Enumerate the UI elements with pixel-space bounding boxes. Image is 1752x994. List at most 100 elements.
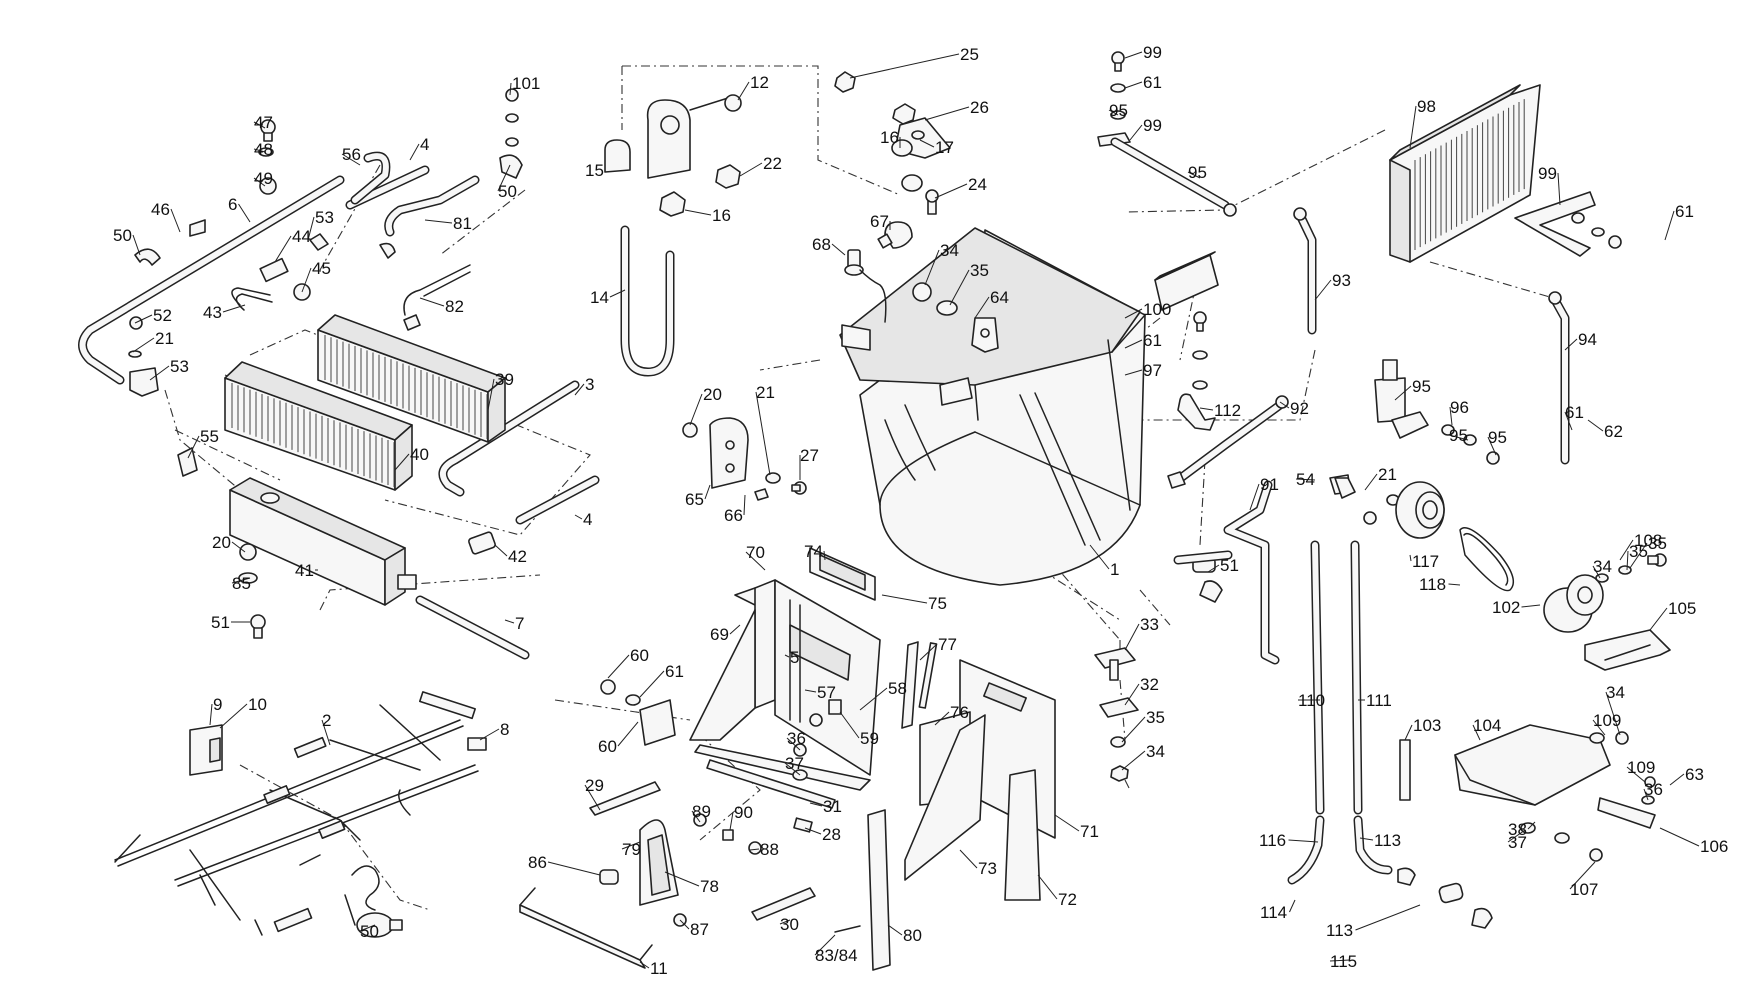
callout-leader [1605,691,1621,736]
callout-leader [737,81,750,101]
callout-leader [617,721,639,747]
callout-leader [1527,821,1536,830]
part-callout-label: 90 [734,803,753,822]
callout-leader [729,811,734,831]
part-callout-label: 16 [712,206,731,225]
callout-leader [584,784,601,811]
callout-leader [1124,308,1143,319]
plate-59 [600,679,676,746]
part-callout-label: 111 [1366,691,1392,710]
grille-slats [1414,99,1525,250]
small-hardware-center [673,699,861,933]
callout-leader [755,391,771,476]
part-callout-label: 95 [1488,428,1507,447]
callout-leader [949,269,970,306]
callout-leader [1669,773,1685,786]
part-callout-label: 83/84 [815,946,858,965]
callout-leader [684,209,712,216]
callout-leader [1124,369,1143,376]
part-callout-label: 73 [978,859,997,878]
part-callout-label: 63 [1685,765,1704,784]
part-callout-label: 11 [650,959,668,978]
callout-leader [804,827,822,835]
part-callout-label: 95 [1188,163,1207,182]
callout-leader [1448,434,1469,441]
frame-67 [689,579,881,791]
part-callout-label: 51 [1220,556,1239,575]
part-callout-label: 32 [1140,675,1159,694]
callout-leader [1249,483,1260,511]
part-callout-label: 60 [630,646,649,665]
bracket-102 [1399,724,1656,862]
bracket-63 [682,417,807,501]
part-callout-label: 88 [760,840,779,859]
panels-69-71 [904,642,1056,901]
part-callout-label: 80 [903,926,922,945]
part-callout-label: 62 [1604,422,1623,441]
callout-leader [814,934,836,956]
part-callout-label: 21 [1378,465,1397,484]
part-callout-label: 44 [292,227,311,246]
part-callout-label: 35 [1648,534,1667,553]
part-callout-label: 68 [812,235,831,254]
callout-leader [1649,607,1668,631]
callout-leader [394,453,410,471]
part-callout-label: 53 [315,208,334,227]
callout-leader [341,153,361,166]
callout-leader [1124,623,1140,651]
part-callout-label: 96 [1450,398,1469,417]
rail-11 [519,887,653,969]
callout-leader [424,219,453,224]
callout-leader [1108,109,1119,116]
part-callout-label: 15 [585,161,604,180]
callout-leader [1279,401,1290,409]
part-callout-label: 35 [970,261,989,280]
part-callout-label: 36 [1644,780,1663,799]
filter-118 [1154,251,1219,311]
part-callout-label: 101 [512,74,540,93]
part-callout-label: 30 [780,915,799,934]
callout-leader [1564,338,1578,351]
callout-leader [497,164,511,192]
part-callout-label: 53 [170,357,189,376]
callout-leader [739,162,763,177]
part-callout-label: 114 [1260,903,1287,922]
part-callout-label: 46 [151,200,170,219]
part-callout-label: 71 [1080,822,1099,841]
part-callout-label: 110 [1298,691,1325,710]
part-callout-label: 85 [232,574,251,593]
callout-leader [823,550,826,561]
callout-leader [786,737,801,751]
part-callout-label: 8 [500,720,509,739]
part-callout-label: 99 [1538,164,1557,183]
callout-leader [919,643,938,661]
wiring-harness [114,691,487,938]
callout-leader [253,177,266,187]
callout-leader [804,689,817,693]
callout-leader [1643,788,1649,801]
callout-leader [1507,829,1526,843]
hose-group-left [78,151,600,660]
part-callout-label: 86 [528,853,547,872]
callout-leader [1592,719,1606,736]
callout-leader [689,393,703,426]
callout-leader [253,121,266,129]
callout-leader [1314,279,1332,301]
part-callout-label: 92 [1290,399,1309,418]
strips-29-30-31 [589,743,836,921]
part-callout-label: 37 [785,754,804,773]
lamp-assembly [844,221,958,323]
callout-leader [222,304,246,313]
part-callout-label: 43 [203,303,222,322]
part-callout-label: 34 [1606,683,1625,702]
callout-leader [1187,171,1201,179]
part-callout-label: 10 [248,695,267,714]
callout-leader [1129,124,1143,141]
callout-leader [974,296,990,319]
callout-leader [607,654,630,679]
callout-leader [1364,473,1378,491]
plates-32-33 [1094,647,1139,782]
part-callout-label: 9 [213,695,222,714]
callout-leader [1629,542,1648,569]
